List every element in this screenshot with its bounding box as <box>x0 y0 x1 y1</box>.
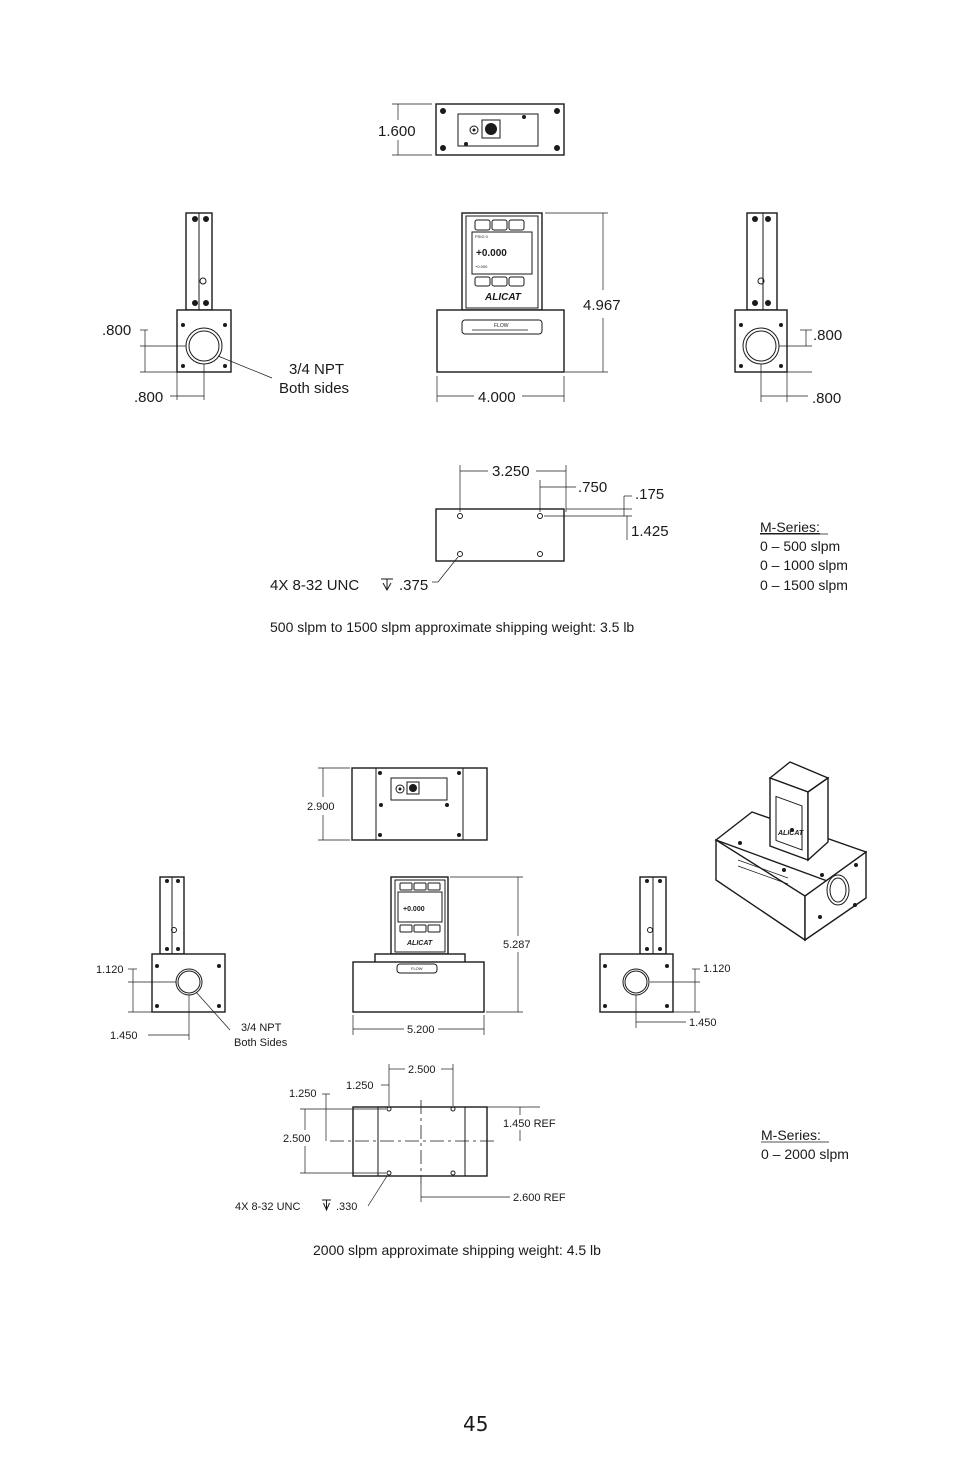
s1-range-0: 0 – 500 slpm <box>760 538 840 554</box>
s1-port-note-line2: Both sides <box>279 380 349 397</box>
s2-top-view: 2.900 <box>307 767 488 841</box>
s1-bottom-view: 3.250 .750 .175 1.425 4X 8-32 UNC .375 <box>270 463 669 594</box>
s2-range-0: 0 – 2000 slpm <box>761 1146 849 1162</box>
s1-series-info: M-Series: 0 – 500 slpm 0 – 1000 slpm 0 –… <box>760 519 848 593</box>
page-number: 45 <box>463 1412 488 1436</box>
s2-port-note-line2: Both Sides <box>234 1037 288 1049</box>
s2-mount-edge-label: 1.250 <box>289 1088 317 1100</box>
s1-mount-inset-label: .750 <box>578 479 607 496</box>
svg-text:ALICAT: ALICAT <box>777 830 804 837</box>
s2-right-port-h-label: 1.450 <box>689 1017 717 1029</box>
s2-front-view: +0.000 ALICAT FLOW 5.287 5.200 <box>352 876 531 1036</box>
s2-ref-height-label: 1.450 REF <box>503 1118 556 1130</box>
s1-right-view: .800 .800 <box>734 212 842 407</box>
s1-top-view: 1.600 <box>378 103 565 156</box>
s2-left-port-v-label: 1.120 <box>96 964 124 976</box>
s2-port-note-line1: 3/4 NPT <box>241 1022 282 1034</box>
s1-front-width-label: 4.000 <box>478 389 516 406</box>
s2-mount-inset-left-label: 1.250 <box>346 1080 374 1092</box>
s1-top-height-label: 1.600 <box>378 123 416 140</box>
s1-left-port-v-label: .800 <box>102 322 131 339</box>
s1-left-port-h-label: .800 <box>134 389 163 406</box>
s1-range-2: 0 – 1500 slpm <box>760 577 848 593</box>
s2-front-width-label: 5.200 <box>407 1024 435 1036</box>
s1-series-title: M-Series: <box>760 519 820 535</box>
s1-mount-spacing-label: 1.425 <box>631 523 669 540</box>
s1-display-value: +0.000 <box>476 248 507 259</box>
s2-flow-label: FLOW <box>411 966 423 971</box>
s2-mount-holes-label: 4X 8-32 UNC <box>235 1201 300 1213</box>
s2-display-value: +0.000 <box>403 906 425 913</box>
s2-bottom-view: 2.500 1.250 1.250 2.500 1.450 REF 2.600 … <box>235 1064 566 1213</box>
s2-series-info: M-Series: 0 – 2000 slpm <box>761 1127 849 1162</box>
s1-mount-span-label: 3.250 <box>492 463 530 480</box>
s2-brand: ALICAT <box>406 940 433 947</box>
s2-right-port-v-label: 1.120 <box>703 963 731 975</box>
s1-weight-note: 500 slpm to 1500 slpm approximate shippi… <box>270 619 634 635</box>
s2-ref-width-label: 2.600 REF <box>513 1192 566 1204</box>
s1-right-port-h-label: .800 <box>812 390 841 407</box>
s1-mount-edge-label: .175 <box>635 486 664 503</box>
svg-text:+0.000: +0.000 <box>475 264 488 269</box>
s1-port-note-line1: 3/4 NPT <box>289 361 344 378</box>
s2-weight-note: 2000 slpm approximate shipping weight: 4… <box>313 1242 601 1258</box>
s1-range-1: 0 – 1000 slpm <box>760 557 848 573</box>
s1-left-view: .800 .800 3/4 NPT Both sides <box>102 212 349 406</box>
s2-left-port-h-label: 1.450 <box>110 1030 138 1042</box>
s1-mount-holes-label: 4X 8-32 UNC <box>270 577 359 594</box>
s1-brand: ALICAT <box>484 292 522 303</box>
s1-flow-label: FLOW <box>494 323 509 329</box>
s2-front-height-label: 5.287 <box>503 939 531 951</box>
s1-right-port-v-label: .800 <box>813 327 842 344</box>
s1-front-height-label: 4.967 <box>583 297 621 314</box>
depth-symbol-icon <box>381 578 393 592</box>
s2-top-height-label: 2.900 <box>307 801 335 813</box>
s2-series-title: M-Series: <box>761 1127 821 1143</box>
s2-isometric-view: ALICAT <box>714 761 868 942</box>
svg-text:PSIG 0: PSIG 0 <box>475 234 489 239</box>
s1-mount-depth-label: .375 <box>399 577 428 594</box>
s2-mount-depth-label: .330 <box>336 1201 357 1213</box>
s2-mount-span-label: 2.500 <box>408 1064 436 1076</box>
depth-symbol-icon <box>322 1199 331 1212</box>
s2-right-view: 1.120 1.450 <box>599 876 731 1029</box>
s1-front-view: PSIG 0 +0.000 +0.000 ALICAT FLOW 4.967 4… <box>436 212 621 406</box>
s2-mount-spacing-label: 2.500 <box>283 1133 311 1145</box>
s2-left-view: 1.120 1.450 3/4 NPT Both Sides <box>96 876 288 1049</box>
